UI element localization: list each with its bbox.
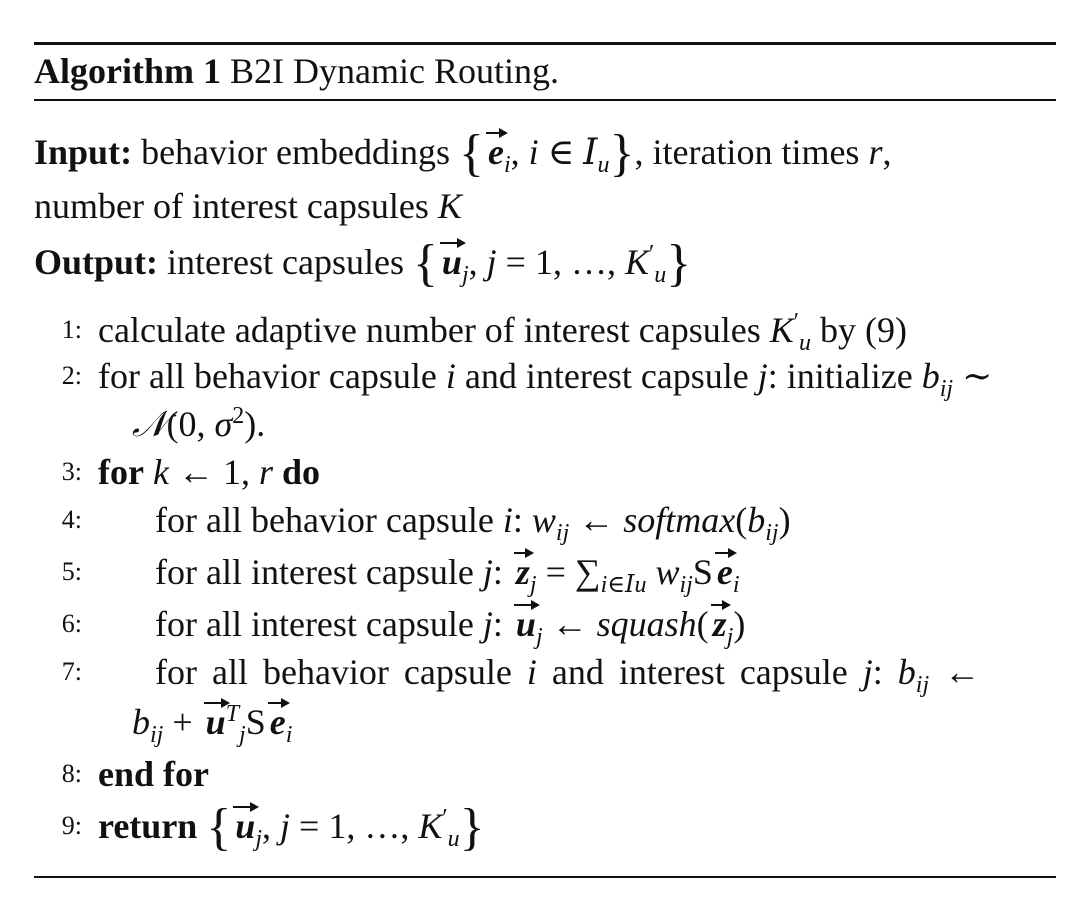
step-2-cont: 𝒩(0, σ2). bbox=[34, 398, 1056, 450]
step-text: for all behavior capsule i and interest … bbox=[98, 356, 993, 403]
input-cont-text: number of interest capsules bbox=[34, 186, 429, 226]
step-text: for all interest capsule j: uj ← squash(… bbox=[155, 598, 745, 650]
step-number: 8: bbox=[61, 759, 82, 788]
step-5: 5: for all interest capsule j: zj = ∑i∈I… bbox=[34, 546, 1056, 598]
input-text-2: , iteration times bbox=[634, 132, 860, 172]
step-number: 1: bbox=[61, 315, 82, 344]
output-line: Output: interest capsules {uj, j = 1, …,… bbox=[34, 235, 692, 292]
step-2: 2: for all behavior capsule i and intere… bbox=[34, 350, 1056, 402]
input-var-r: r bbox=[868, 132, 883, 172]
step-7: 7: for all behavior capsule i and intere… bbox=[34, 646, 1056, 698]
step-number: 9: bbox=[61, 811, 82, 840]
output-text: interest capsules bbox=[167, 242, 404, 282]
step-9: 9: return {uj, j = 1, …, K′u} bbox=[34, 799, 1056, 856]
step-text: end for bbox=[98, 754, 209, 794]
input-label: Input: bbox=[34, 132, 133, 172]
step-number: 5: bbox=[61, 557, 82, 586]
input-line: Input: behavior embeddings {ei, i ∈ Iu},… bbox=[34, 125, 892, 182]
bottom-rule bbox=[34, 876, 1056, 878]
step-number: 4: bbox=[61, 505, 82, 534]
step-3: 3: for k ← 1, r do bbox=[34, 446, 1056, 498]
step-number: 3: bbox=[61, 457, 82, 486]
step-6: 6: for all interest capsule j: uj ← squa… bbox=[34, 598, 1056, 650]
output-label: Output: bbox=[34, 242, 159, 282]
step-number: 7: bbox=[61, 657, 82, 686]
step-text: for all interest capsule j: zj = ∑i∈Iu w… bbox=[155, 546, 740, 598]
step-number: 2: bbox=[61, 361, 82, 390]
step-text: return {uj, j = 1, …, K′u} bbox=[98, 799, 485, 856]
input-text: behavior embeddings bbox=[141, 132, 450, 172]
step-text: for all behavior capsule i: wij ← softma… bbox=[155, 500, 791, 547]
caption-title: B2I Dynamic Routing. bbox=[229, 51, 559, 91]
step-4: 4: for all behavior capsule i: wij ← sof… bbox=[34, 494, 1056, 546]
input-line-cont: number of interest capsules K bbox=[34, 180, 1056, 232]
step-text-cont: 𝒩(0, σ2). bbox=[132, 403, 266, 445]
input-var-k: K bbox=[437, 186, 462, 226]
step-text: for all behavior capsule i and interest … bbox=[155, 652, 981, 699]
step-number: 6: bbox=[61, 609, 82, 638]
step-8: 8: end for bbox=[34, 748, 1056, 800]
step-text: for k ← 1, r do bbox=[98, 452, 320, 492]
algorithm-caption: Algorithm 1 B2I Dynamic Routing. bbox=[34, 45, 1056, 97]
top-rule bbox=[34, 42, 1056, 45]
caption-rule bbox=[34, 99, 1056, 101]
step-text: calculate adaptive number of interest ca… bbox=[98, 309, 907, 357]
caption-label: Algorithm 1 bbox=[34, 51, 221, 91]
step-1: 1: calculate adaptive number of interest… bbox=[34, 304, 1056, 356]
